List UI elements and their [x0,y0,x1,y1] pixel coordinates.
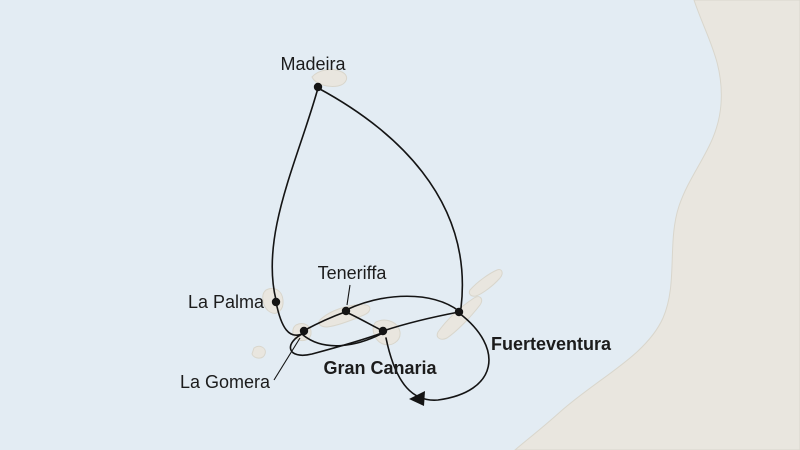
label-leader-la-gomera [273,337,301,381]
route-segment-10 [385,312,490,401]
port-label-la-gomera: La Gomera [180,372,271,392]
port-dot-gran-canaria [378,326,388,336]
route-arrowhead [409,391,425,406]
port-dot-teneriffa [341,306,351,316]
port-dot-la-palma [271,297,281,307]
port-label-gran-canaria: Gran Canaria [323,358,437,378]
route-lines [271,87,490,401]
port-dot-la-gomera [299,326,309,336]
route-segment-5 [304,311,346,331]
island-lanzarote [468,269,503,297]
island-el-hierro [251,345,266,359]
port-label-madeira: Madeira [280,54,346,74]
route-segment-9 [382,311,460,332]
ports: Madeira La Palma Teneriffa La Gomera Gran Ca… [180,54,612,392]
port-label-teneriffa: Teneriffa [318,263,388,283]
route-segment-7 [302,332,384,347]
route-segment-8 [345,295,460,312]
landmass-africa-coast [514,0,800,450]
island-madeira [311,69,348,87]
island-fuerteventura [436,296,483,340]
port-dot-madeira [313,82,323,92]
port-label-la-palma: La Palma [188,292,265,312]
route-segment-2 [317,87,464,309]
route-segment-4 [289,332,383,356]
island-teneriffa [318,304,371,328]
port-dot-fuerteventura [454,307,464,317]
port-label-fuerteventura: Fuerteventura [491,334,612,354]
label-leader-teneriffa [346,284,351,306]
route-segment-1 [271,87,319,301]
